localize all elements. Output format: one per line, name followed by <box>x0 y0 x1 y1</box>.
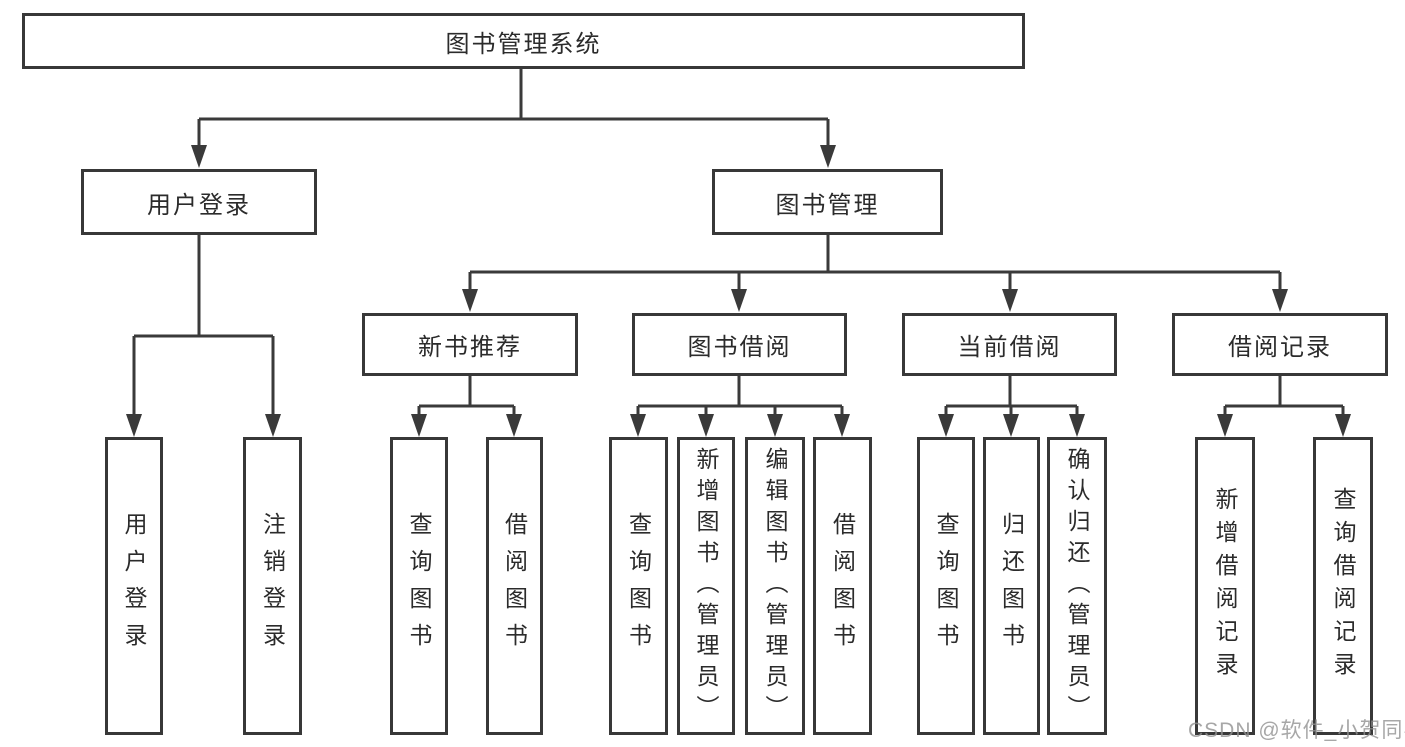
leaf-add-books-admin: 新增图书（管理员） <box>677 437 735 735</box>
leaf-borrow-books-borrow: 借阅图书 <box>813 437 872 735</box>
arrow-to-user-login <box>191 145 207 168</box>
arrow-to-leaf-user-login <box>126 414 142 437</box>
leaf-logout: 注销登录 <box>243 437 302 735</box>
node-book-borrow: 图书借阅 <box>632 313 847 376</box>
leaf-confirm-return-admin: 确认归还（管理员） <box>1047 437 1107 735</box>
leaf-user-login: 用户登录 <box>105 437 163 735</box>
leaf-borrow-books-recommend: 借阅图书 <box>486 437 543 735</box>
arrow-to-leaf-logout <box>265 414 281 437</box>
arrow-to-current-borrow <box>1002 289 1018 312</box>
leaf-query-books-current: 查询图书 <box>917 437 975 735</box>
arrow-to-borrow-records <box>1272 289 1288 312</box>
node-book-management: 图书管理 <box>712 169 943 235</box>
node-user-login: 用户登录 <box>81 169 317 235</box>
leaf-return-books: 归还图书 <box>983 437 1040 735</box>
node-borrow-records: 借阅记录 <box>1172 313 1388 376</box>
leaf-query-books-borrow: 查询图书 <box>609 437 668 735</box>
watermark: CSDN @软件_小贺同学 <box>1188 719 1405 742</box>
arrow-to-new-book-recommend <box>462 289 478 312</box>
leaf-edit-books-admin: 编辑图书（管理员） <box>745 437 805 735</box>
leaf-query-books-recommend: 查询图书 <box>390 437 448 735</box>
node-root: 图书管理系统 <box>22 13 1025 69</box>
leaf-query-borrow-record: 查询借阅记录 <box>1313 437 1373 735</box>
arrow-to-book-management <box>820 145 836 168</box>
arrow-to-book-borrow <box>731 289 747 312</box>
leaf-add-borrow-record: 新增借阅记录 <box>1195 437 1255 735</box>
node-new-book-recommend: 新书推荐 <box>362 313 578 376</box>
node-current-borrow: 当前借阅 <box>902 313 1117 376</box>
